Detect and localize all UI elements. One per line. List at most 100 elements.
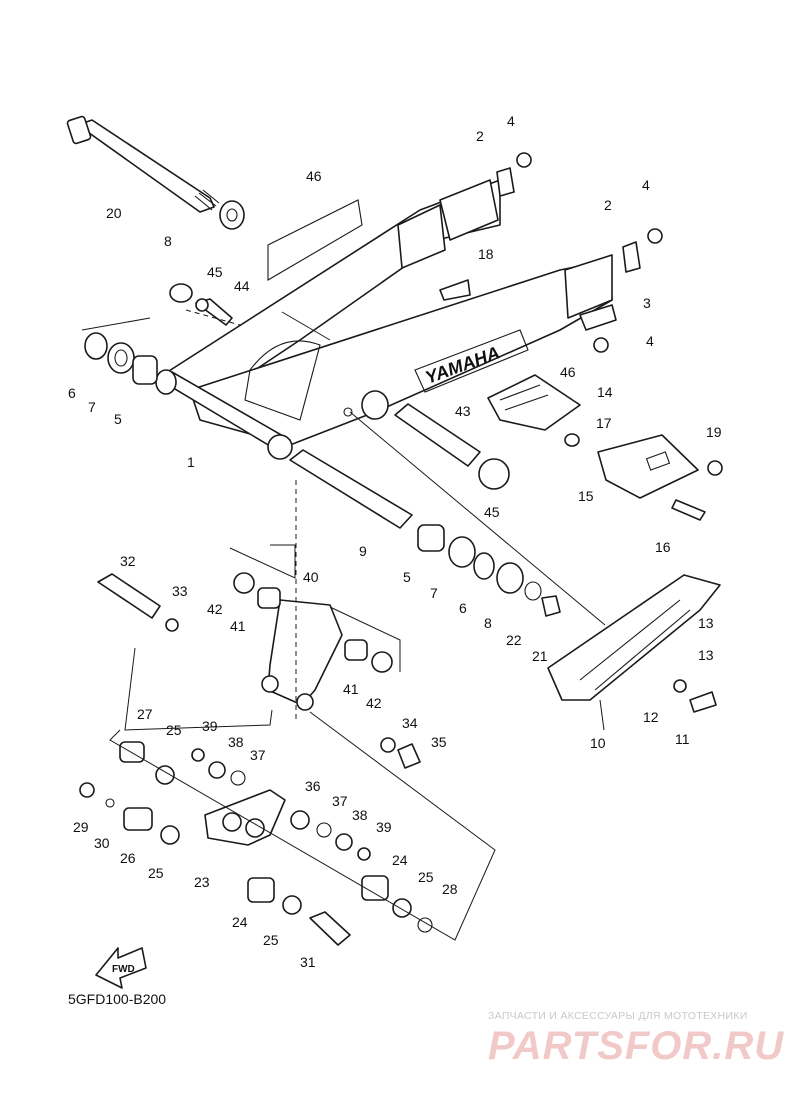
callout: 7 xyxy=(430,585,438,601)
callout: 8 xyxy=(484,615,492,631)
oring-37a xyxy=(230,770,246,786)
right-bearings xyxy=(417,524,561,617)
watermark-logo: PARTSFOR.RU xyxy=(488,1024,785,1068)
seal-25a xyxy=(155,765,175,785)
diagram-code: 5GFD100-B200 xyxy=(68,991,167,1007)
callout: 41 xyxy=(343,681,359,697)
swingarm: YAMAHA xyxy=(155,179,613,460)
callout: 18 xyxy=(478,246,494,262)
callout: 20 xyxy=(106,205,122,221)
callout: 32 xyxy=(120,553,136,569)
collar-27 xyxy=(119,741,145,763)
callout: 38 xyxy=(228,734,244,750)
callout: 21 xyxy=(532,648,548,664)
callout-labels: 1 2 2 3 4 4 4 5 5 6 6 7 7 8 8 9 10 11 12… xyxy=(68,113,722,970)
collar-39b xyxy=(357,847,371,861)
callout: 25 xyxy=(166,722,182,738)
left-bearings xyxy=(84,332,158,385)
washer-33 xyxy=(165,618,179,632)
axle-43 xyxy=(394,403,481,467)
bolt-4a xyxy=(516,152,532,168)
callout: 15 xyxy=(578,488,594,504)
callout: 4 xyxy=(642,177,650,193)
callout: 24 xyxy=(392,852,408,868)
seal-25b xyxy=(160,825,180,845)
callout: 2 xyxy=(604,197,612,213)
callout: 7 xyxy=(88,399,96,415)
callout: 8 xyxy=(164,233,172,249)
callout: 35 xyxy=(431,734,447,750)
callout: 2 xyxy=(476,128,484,144)
bolt-4c xyxy=(593,337,609,353)
washer-28 xyxy=(417,917,433,933)
callout: 45 xyxy=(207,264,223,280)
callout: 27 xyxy=(137,706,153,722)
callout: 46 xyxy=(306,168,322,184)
callout: 25 xyxy=(263,932,279,948)
bolt-19 xyxy=(707,460,723,476)
oring-37b xyxy=(316,822,332,838)
washer-top xyxy=(219,200,245,230)
collar-26 xyxy=(123,807,153,831)
callout: 37 xyxy=(332,793,348,809)
washer-38b xyxy=(335,833,353,851)
bracket-top xyxy=(439,279,471,301)
watermark-tagline: ЗАПЧАСТИ И АКСЕССУАРЫ ДЛЯ МОТОТЕХНИКИ xyxy=(488,1010,748,1022)
callout: 9 xyxy=(359,543,367,559)
callout: 36 xyxy=(305,778,321,794)
callout: 34 xyxy=(402,715,418,731)
bolt-29 xyxy=(79,782,95,798)
callout: 19 xyxy=(706,424,722,440)
callout: 26 xyxy=(120,850,136,866)
callout: 4 xyxy=(507,113,515,129)
washer-34 xyxy=(380,737,396,753)
callout: 31 xyxy=(300,954,316,970)
callout: 41 xyxy=(230,618,246,634)
chain-plate xyxy=(597,434,699,499)
callout: 13 xyxy=(698,647,714,663)
callout: 30 xyxy=(94,835,110,851)
callout: 46 xyxy=(560,364,576,380)
seal-25d xyxy=(282,895,302,915)
callout: 24 xyxy=(232,914,248,930)
callout: 3 xyxy=(643,295,651,311)
callout: 4 xyxy=(646,333,654,349)
fwd-arrow: FWD xyxy=(95,947,147,989)
callout: 1 xyxy=(187,454,195,470)
callout: 5 xyxy=(114,411,122,427)
callout: 6 xyxy=(68,385,76,401)
callout: 45 xyxy=(484,504,500,520)
callout: 43 xyxy=(455,403,471,419)
fwd-label: FWD xyxy=(112,964,135,975)
relay-bearings xyxy=(233,572,393,673)
callout: 22 xyxy=(506,632,522,648)
callout: 11 xyxy=(675,731,690,747)
callout: 38 xyxy=(352,807,368,823)
bolt-11 xyxy=(689,691,717,713)
bolt-32 xyxy=(97,573,161,619)
callout: 13 xyxy=(698,615,714,631)
pivot-shaft xyxy=(66,115,220,213)
decal-46 xyxy=(267,199,363,281)
bolt-31 xyxy=(309,911,351,946)
shaft-9 xyxy=(289,449,413,529)
collar xyxy=(564,433,580,447)
collar-39a xyxy=(191,748,205,762)
callout: 42 xyxy=(366,695,382,711)
callout: 39 xyxy=(202,718,218,734)
callout: 17 xyxy=(596,415,612,431)
callout: 14 xyxy=(597,384,613,400)
callout: 37 xyxy=(250,747,266,763)
callout: 44 xyxy=(234,278,250,294)
leader-lines xyxy=(81,309,606,941)
clip-2a xyxy=(496,167,515,197)
connecting-rod xyxy=(204,789,286,846)
washer-38a xyxy=(208,761,226,779)
callout: 25 xyxy=(418,869,434,885)
callout: 25 xyxy=(148,865,164,881)
bolt-4b xyxy=(647,228,663,244)
seal-25c xyxy=(392,898,412,918)
washer-30 xyxy=(105,798,115,808)
callout: 39 xyxy=(376,819,392,835)
